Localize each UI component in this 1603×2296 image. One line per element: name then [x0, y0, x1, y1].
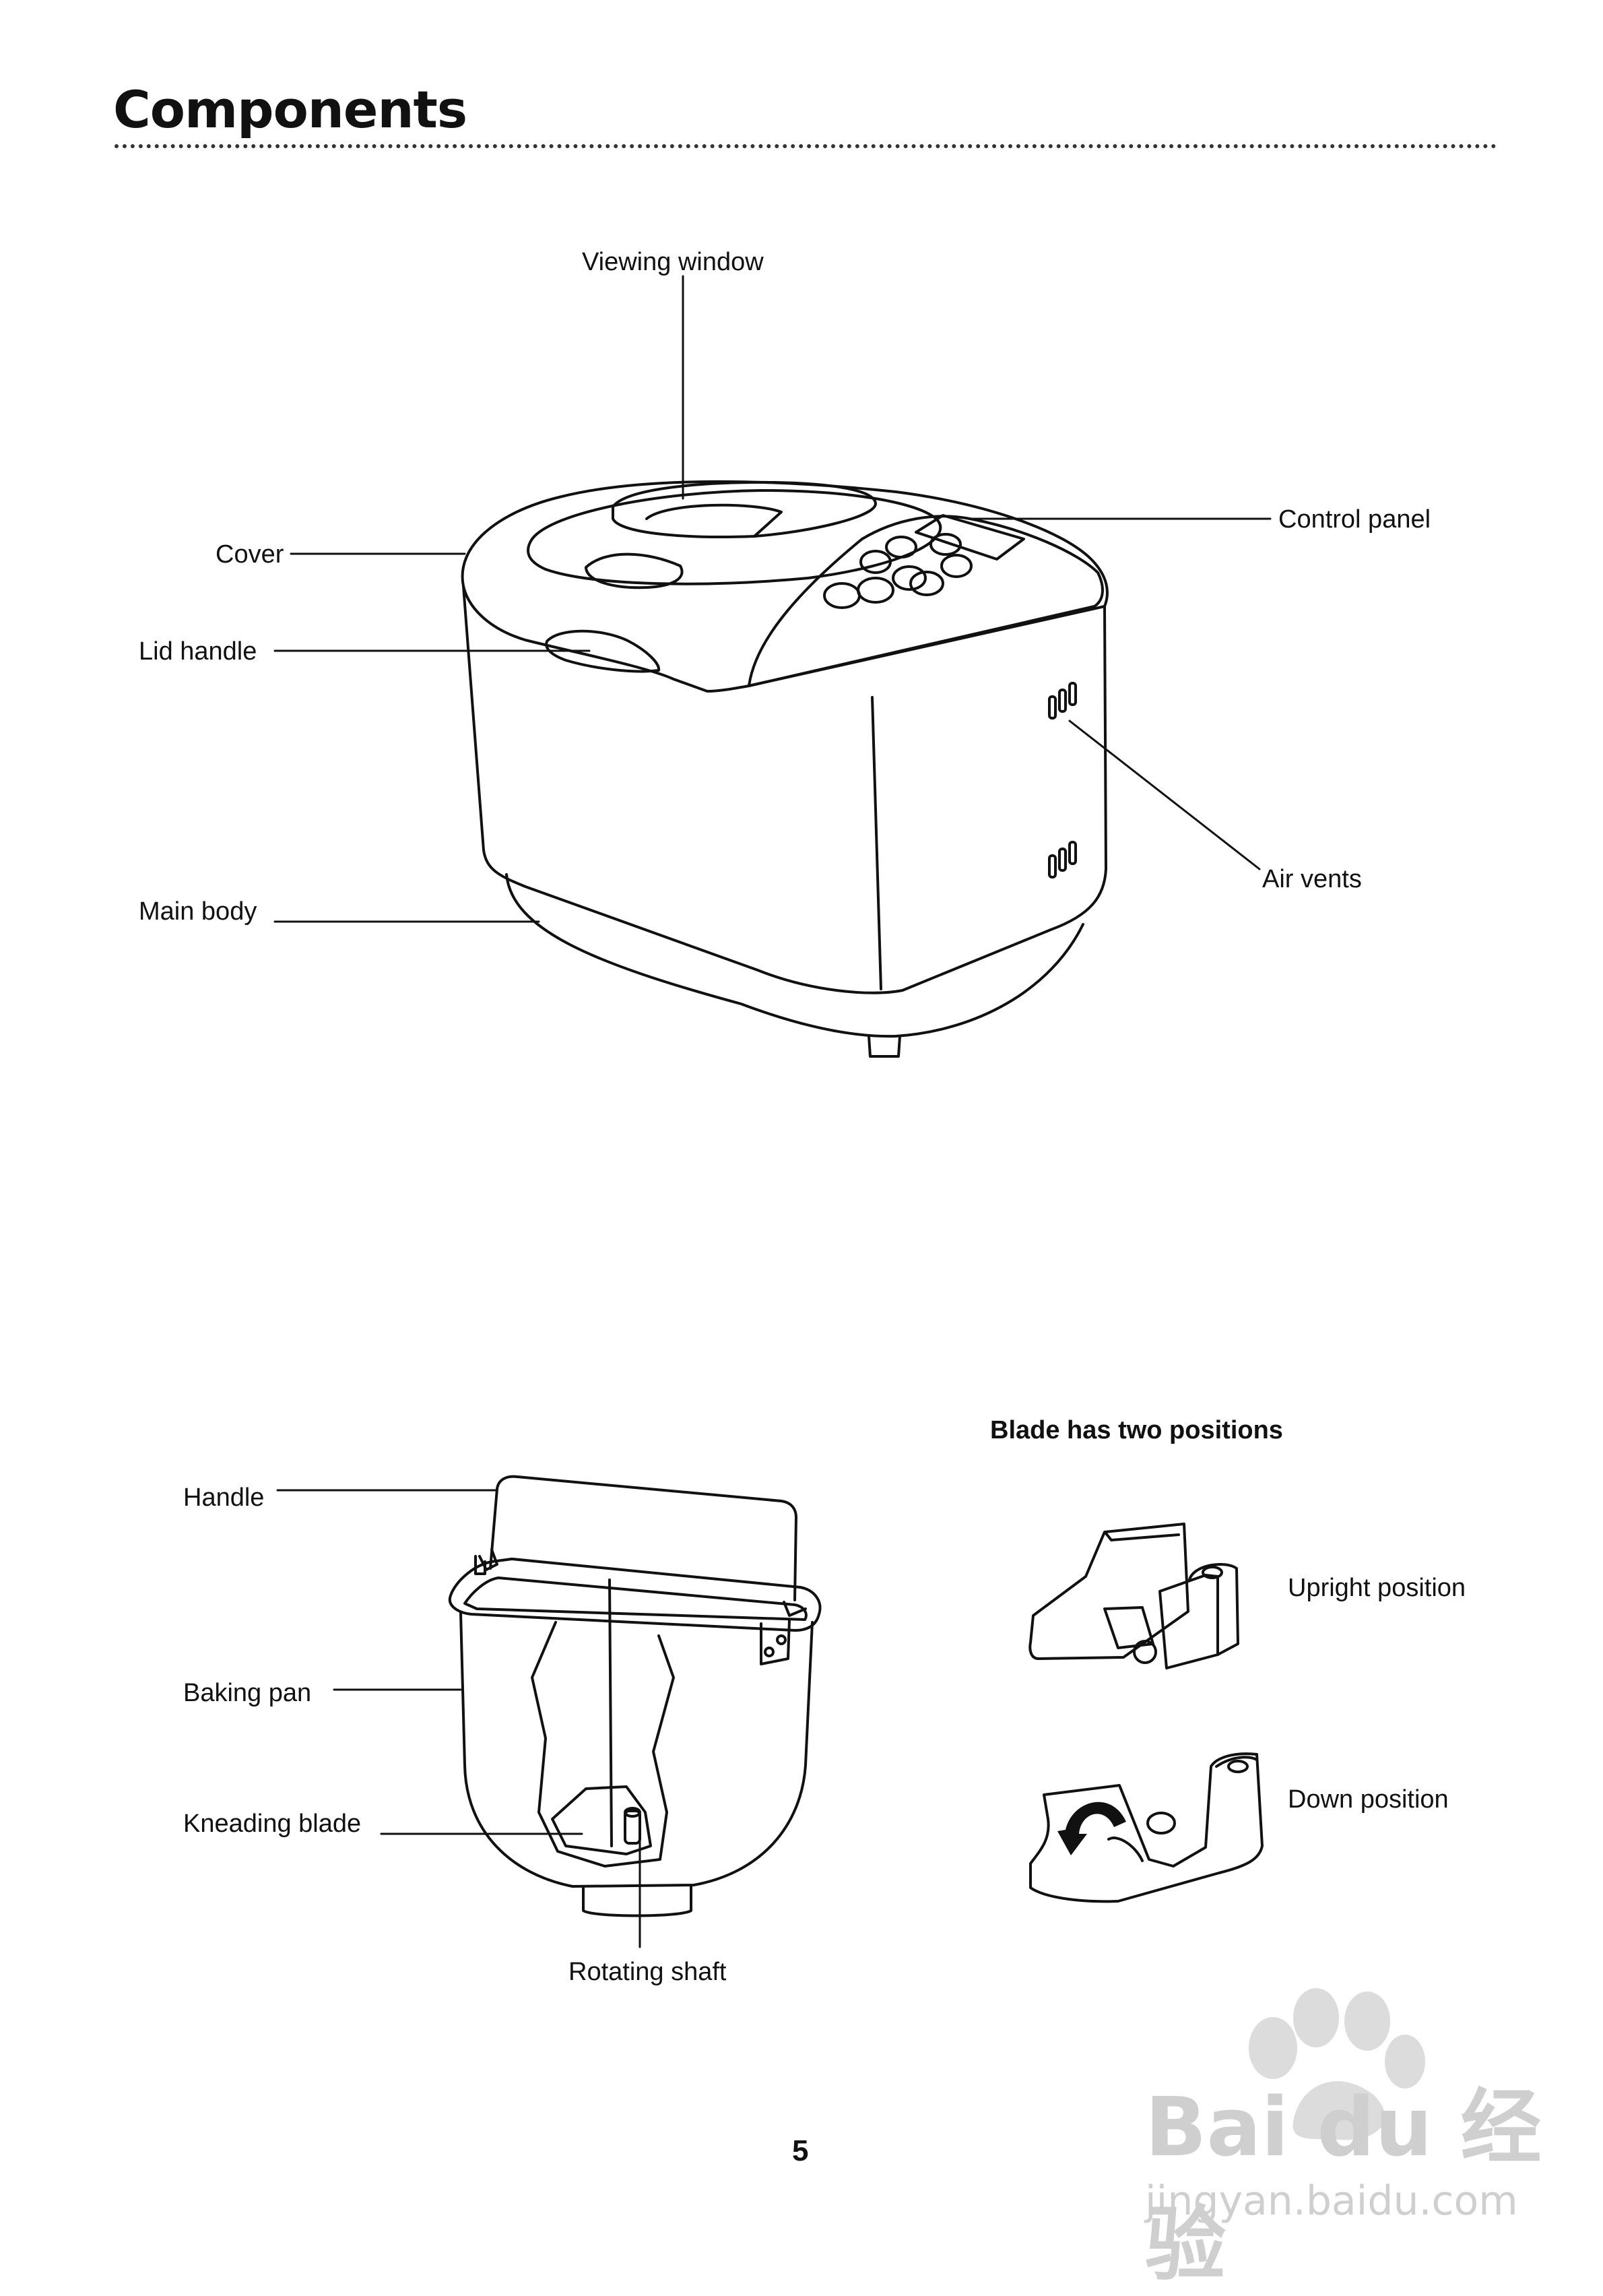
label-baking-pan: Baking pan	[183, 1679, 312, 1707]
machine-base	[506, 874, 1083, 1036]
display-window	[916, 515, 1024, 559]
rotation-arrow-icon	[1057, 1801, 1126, 1855]
label-air-vents: Air vents	[1262, 865, 1362, 893]
pan-handle-shape	[490, 1477, 796, 1600]
watermark-paw-icon	[1249, 1988, 1425, 2140]
pan-leader-lines	[277, 1490, 640, 1947]
label-cover: Cover	[216, 540, 284, 569]
watermark-url: jingyan.baidu.com	[1145, 2177, 1518, 2225]
machine-foot	[869, 1036, 900, 1056]
blade-heading: Blade has two positions	[990, 1416, 1283, 1444]
air-vent-group-upper	[1049, 683, 1076, 718]
page-number: 5	[792, 2134, 809, 2167]
body-seam	[872, 697, 881, 989]
pan-rim	[450, 1559, 820, 1630]
viewing-window-shape	[613, 482, 876, 537]
kneading-blade-shape	[552, 1787, 651, 1854]
cover-shape	[463, 482, 1107, 691]
lid-handle-shape	[546, 631, 659, 672]
air-vent-group-lower	[1049, 842, 1076, 877]
label-control-panel: Control panel	[1278, 505, 1431, 534]
label-viewing-window: Viewing window	[582, 248, 764, 276]
label-handle: Handle	[183, 1484, 265, 1512]
control-panel-shape	[749, 516, 1103, 686]
machine-leader-lines	[275, 276, 1270, 922]
label-upright-position: Upright position	[1288, 1574, 1466, 1602]
blade-down-drawing	[1030, 1754, 1262, 1901]
main-body-shape	[463, 586, 1106, 993]
title-divider	[115, 144, 1497, 148]
page-title: Components	[113, 79, 467, 139]
bread-maker-drawing	[275, 276, 1270, 1056]
label-kneading-blade: Kneading blade	[183, 1810, 362, 1838]
label-down-position: Down position	[1288, 1785, 1449, 1814]
baking-pan-drawing	[277, 1477, 820, 1947]
label-main-body: Main body	[139, 897, 257, 926]
label-lid-handle: Lid handle	[139, 637, 257, 666]
label-rotating-shaft: Rotating shaft	[568, 1958, 727, 1986]
blade-upright-drawing	[1030, 1524, 1238, 1668]
pan-body	[461, 1613, 812, 1886]
